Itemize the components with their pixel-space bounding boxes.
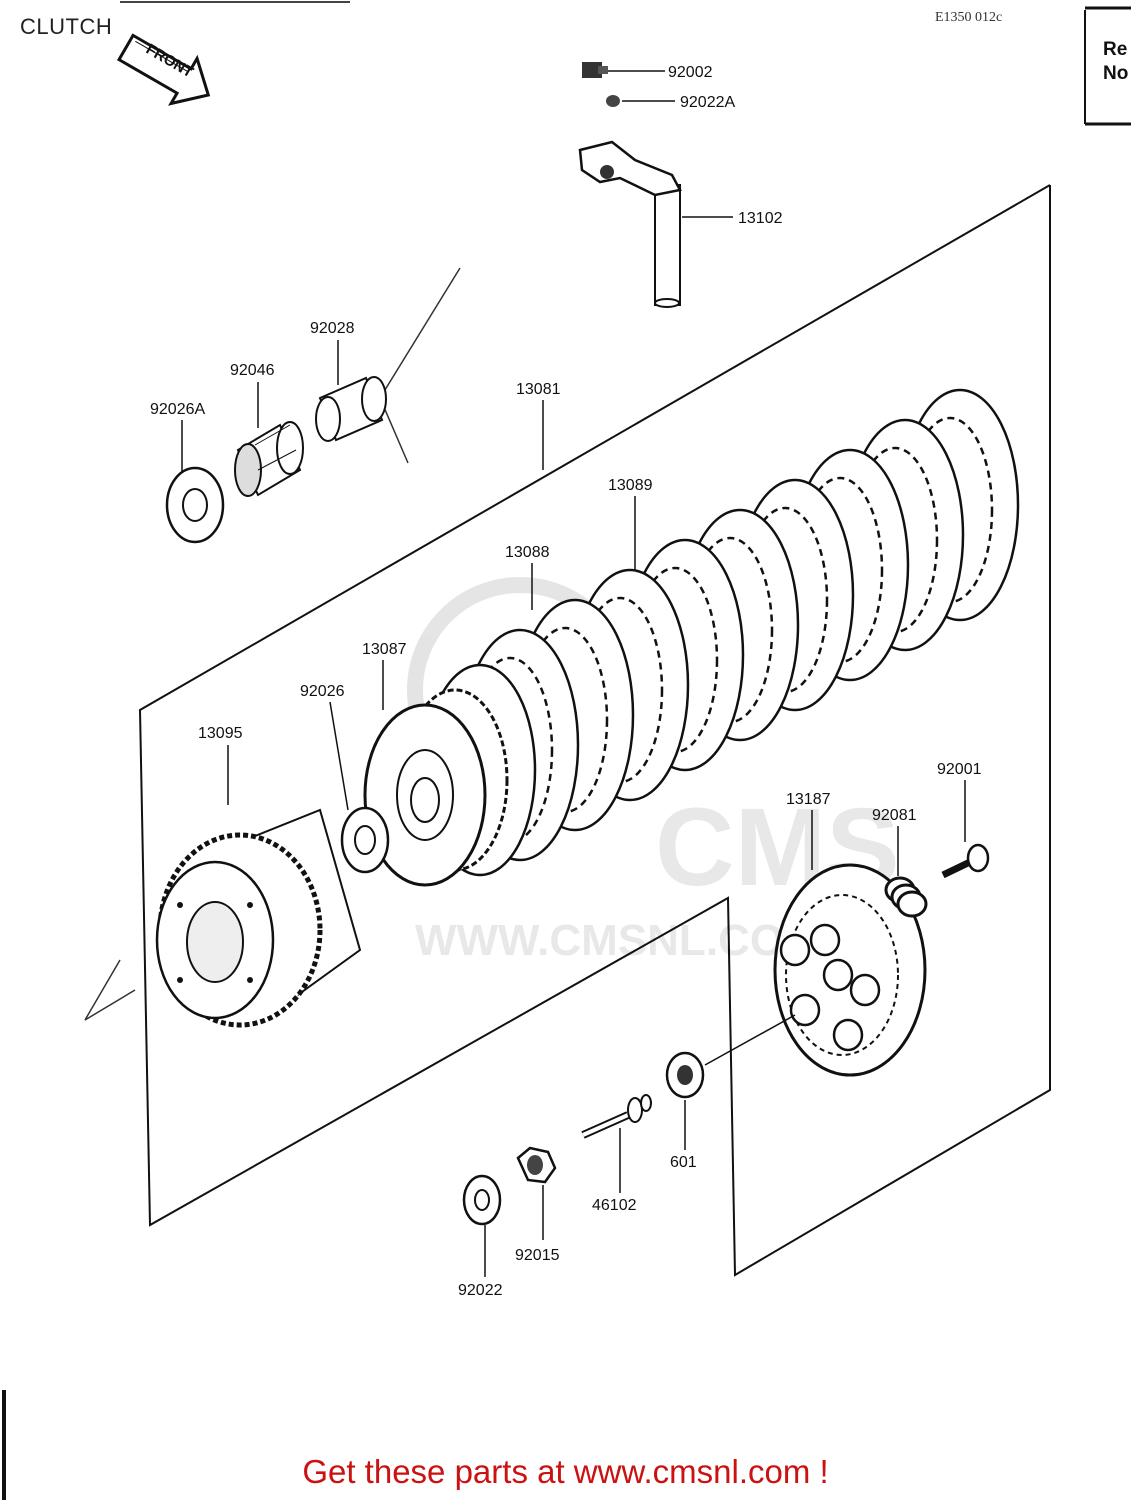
part-label: 46102 [592,1197,637,1214]
side-note-line: Re [1103,39,1128,60]
part-label: 13081 [516,381,561,398]
washer-92026 [340,806,390,874]
side-note: Re No [1103,38,1131,86]
spring-92081 [884,876,928,918]
needle-bearing-92046 [234,421,304,497]
outline-break-mark [84,959,136,1021]
part-label: 13187 [786,791,831,808]
washer-92026A [165,466,225,544]
bolt-92002 [582,62,608,78]
side-note-line: No [1103,63,1129,84]
push-rod-lever [578,140,682,308]
part-label: 92015 [515,1247,560,1264]
part-label: 92028 [310,320,355,337]
nut-92015 [516,1146,557,1184]
diagram-code: E1350 012c [935,10,1003,25]
part-label: 92026A [150,401,205,418]
part-label: 13087 [362,641,407,658]
bearing-break-mark [379,267,461,464]
part-label: 13095 [198,725,243,742]
clutch-hub-13087 [363,688,509,887]
rod-46102 [581,1094,652,1139]
sleeve-92028 [315,376,387,442]
page-title: CLUTCH [20,14,113,39]
footer-link[interactable]: Get these parts at www.cmsnl.com ! [302,1453,829,1490]
washer-92022 [462,1174,502,1226]
clutch-housing-13095 [155,808,362,1028]
part-label: 92081 [872,807,917,824]
assembly-outline [138,184,1051,1277]
part-label: 13102 [738,210,783,227]
washer-92022A [606,95,620,107]
part-label: 92022 [458,1282,503,1299]
part-label: 92026 [300,683,345,700]
clutch-plate-stack [423,388,1020,877]
part-label: 92022A [680,94,735,111]
part-label: 92002 [668,64,713,81]
part-label: 92001 [937,761,982,778]
part-label: 601 [670,1154,697,1171]
part-label: 13088 [505,544,550,561]
watermark-url: WWW.CMSNL.COM [415,916,821,965]
front-arrow-icon [116,33,211,106]
bolt-92001 [941,843,990,879]
part-labels: 92002 92022A 13102 92028 92046 92026A 13… [150,64,982,1299]
leader-lines [181,70,966,1277]
part-label: 92046 [230,362,275,379]
bearing-601 [665,1051,705,1099]
part-label: 13089 [608,477,653,494]
pressure-plate-13187 [773,863,927,1077]
